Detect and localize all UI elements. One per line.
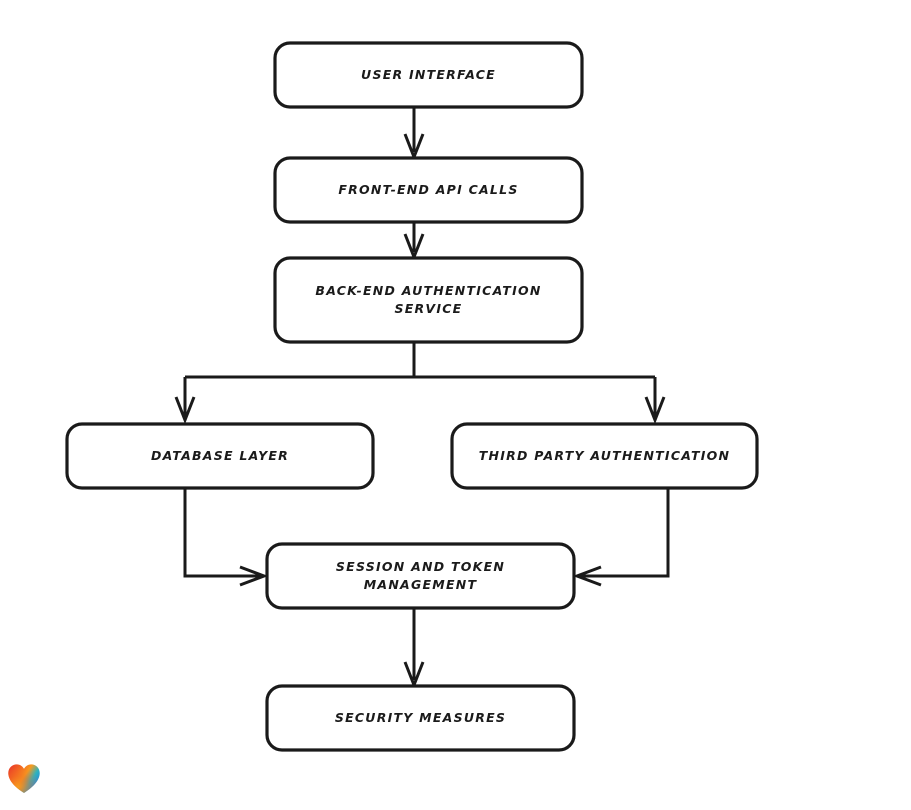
edge-backend-to-db xyxy=(174,377,196,425)
edge-session-to-security xyxy=(403,608,425,690)
node-user-interface[interactable] xyxy=(273,41,584,109)
node-database-layer[interactable] xyxy=(65,422,375,490)
edge-api-to-backend xyxy=(403,222,425,262)
edge-db-to-session xyxy=(183,488,269,587)
edge-third-to-session xyxy=(572,488,670,587)
edge-backend-to-third xyxy=(644,377,666,425)
node-security-measures[interactable] xyxy=(265,684,576,752)
node-session-and-token-management[interactable] xyxy=(265,542,576,610)
edge-backend-split-bus xyxy=(185,342,655,379)
node-back-end-authentication-service[interactable] xyxy=(273,256,584,344)
node-third-party-authentication[interactable] xyxy=(450,422,759,490)
node-front-end-api-calls[interactable] xyxy=(273,156,584,224)
heart-icon xyxy=(8,764,40,794)
edge-ui-to-api xyxy=(403,107,425,162)
